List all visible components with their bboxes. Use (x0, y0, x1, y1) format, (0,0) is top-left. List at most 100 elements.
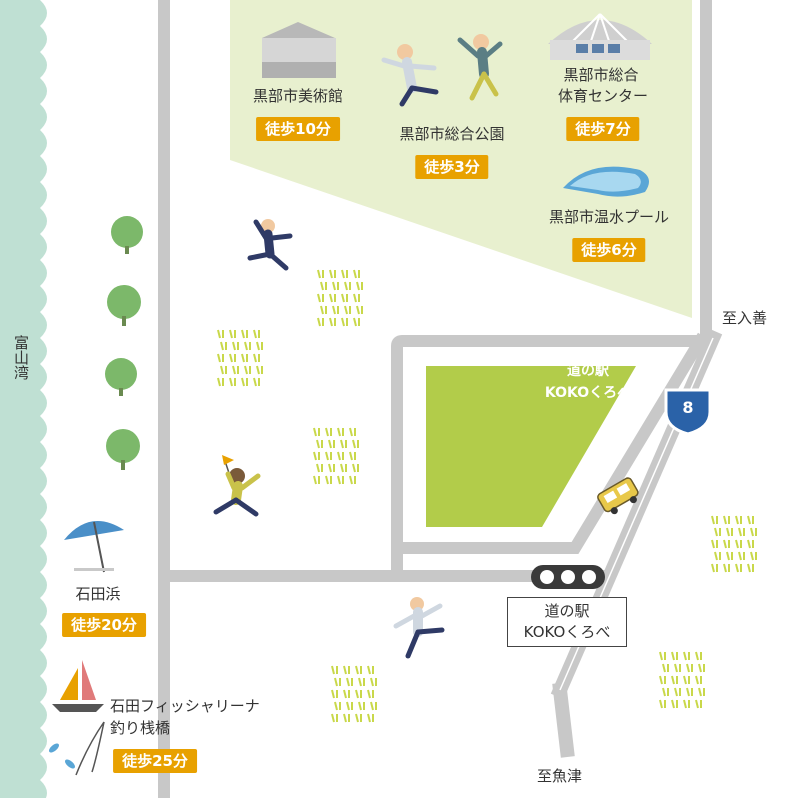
grass-stroke (334, 677, 338, 687)
station-map-label: 道の駅 KOKOくろべ (542, 360, 634, 404)
grass-stroke (683, 675, 687, 685)
museum-name: 黒部市美術館 (252, 87, 344, 105)
grass-stroke (217, 377, 221, 387)
grass-stroke (346, 677, 350, 687)
grass-stroke (353, 269, 357, 279)
grass-stroke (229, 377, 233, 387)
direction-uozu: 至魚津 (537, 767, 583, 785)
person-jumping-icon (381, 44, 439, 107)
grass-stroke (220, 365, 224, 375)
beach-walk-badge: 徒歩20分 (62, 613, 146, 637)
grass-stroke (241, 329, 245, 339)
grass-stroke (340, 439, 344, 449)
direction-nyuzen: 至入善 (722, 309, 768, 327)
station-plot (426, 366, 636, 527)
grass-stroke (747, 515, 751, 525)
grass-stroke (358, 701, 362, 711)
grass-stroke (331, 689, 335, 699)
grass-stroke (674, 663, 678, 673)
grass-stroke (353, 317, 357, 327)
grass-stroke (726, 551, 730, 561)
grass-stroke (343, 689, 347, 699)
grass-stroke (714, 527, 718, 537)
grass-stroke (349, 451, 353, 461)
grass-stroke (695, 675, 699, 685)
people-figures (213, 34, 503, 659)
grass-stroke (320, 305, 324, 315)
grass-stroke (317, 269, 321, 279)
grass-stroke (341, 269, 345, 279)
grass-stroke (349, 475, 353, 485)
person-walking-icon (393, 597, 445, 659)
museum-walk-badge: 徒歩10分 (256, 117, 340, 141)
grass-stroke (340, 463, 344, 473)
grass-stroke (217, 329, 221, 339)
grass-stroke (317, 293, 321, 303)
pool-walk-badge: 徒歩6分 (572, 238, 646, 262)
grass-stroke (367, 689, 371, 699)
grass-stroke (341, 293, 345, 303)
grass-stroke (313, 427, 317, 437)
grass-stroke (346, 701, 350, 711)
sign-line1: 道の駅 (544, 602, 590, 620)
grass-stroke (367, 713, 371, 723)
grass-stroke (671, 699, 675, 709)
grass-stroke (337, 427, 341, 437)
person-with-flag-icon (213, 455, 261, 517)
grass-stroke (232, 341, 236, 351)
grass-stroke (316, 439, 320, 449)
station-name-line1: 道の駅 (567, 363, 609, 379)
grass-stroke (341, 317, 345, 327)
grass-stroke (329, 293, 333, 303)
grass-stroke (220, 341, 224, 351)
car-icon (597, 477, 639, 515)
fishing-rod-icon (75, 721, 105, 776)
grass-stroke (331, 713, 335, 723)
grass-stroke (217, 353, 221, 363)
grass-stroke (337, 451, 341, 461)
grass-stroke (244, 365, 248, 375)
station-inner-road (391, 332, 709, 554)
grass-stroke (352, 463, 356, 473)
grass-stroke (355, 689, 359, 699)
grass-stroke (353, 293, 357, 303)
grass-stroke (320, 281, 324, 291)
tree-icon (105, 358, 137, 396)
grass-stroke (241, 377, 245, 387)
grass-stroke (671, 675, 675, 685)
grass-stroke (343, 665, 347, 675)
marina-walk-badge: 徒歩25分 (113, 749, 197, 773)
grass-stroke (355, 665, 359, 675)
grass-stroke (735, 539, 739, 549)
grass-stroke (671, 651, 675, 661)
grass-stroke (355, 713, 359, 723)
grass-stroke (674, 687, 678, 697)
person-running-icon (247, 219, 293, 271)
route-8-shield-icon (664, 388, 712, 436)
beach-name: 石田浜 (75, 585, 121, 603)
grass-stroke (325, 451, 329, 461)
grass-stroke (329, 317, 333, 327)
grass-stroke (229, 353, 233, 363)
grass-stroke (344, 281, 348, 291)
tree-icon (106, 429, 140, 470)
grass-stroke (659, 699, 663, 709)
grass-stroke (711, 539, 715, 549)
grass-stroke (750, 551, 754, 561)
grass-stroke (747, 563, 751, 573)
grass-stroke (662, 663, 666, 673)
grass-stroke (313, 475, 317, 485)
gym-name-line1: 黒部市総合 (563, 66, 639, 84)
grass-stroke (316, 463, 320, 473)
trees (105, 216, 143, 470)
grass-stroke (253, 329, 257, 339)
grass-stroke (253, 353, 257, 363)
grass-stroke (332, 281, 336, 291)
grass-stroke (738, 551, 742, 561)
grass-stroke (256, 341, 260, 351)
grass-stroke (232, 365, 236, 375)
sea-label: 富山湾 (12, 335, 30, 380)
grass-stroke (686, 663, 690, 673)
grass-stroke (723, 563, 727, 573)
grass-stroke (352, 439, 356, 449)
